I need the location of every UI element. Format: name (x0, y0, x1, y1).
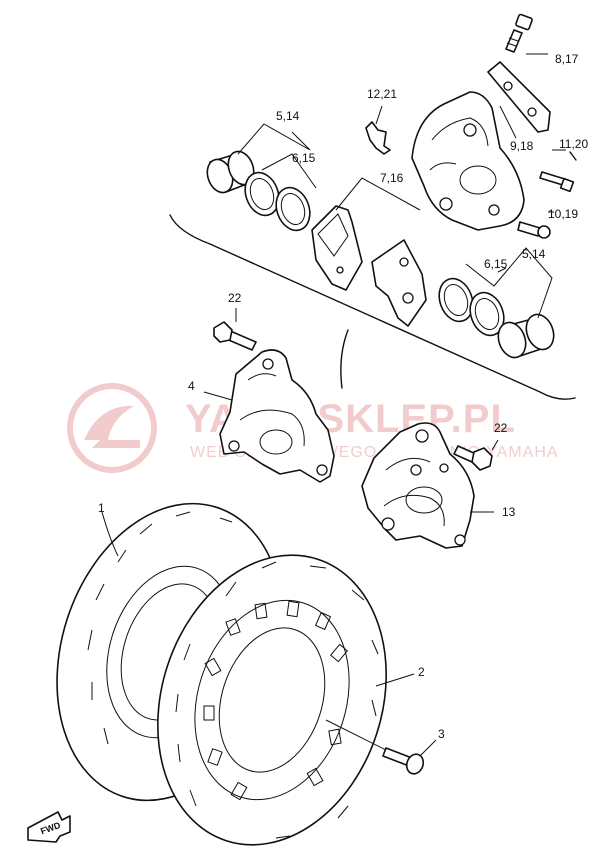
seal-left-6-15b (275, 186, 311, 232)
brake-pad-front-7-16 (311, 205, 363, 291)
callout-9-18: 9,18 (510, 139, 534, 153)
caliper-group-divider (169, 214, 576, 400)
callout-5-14-upper: 5,14 (276, 109, 300, 123)
brake-disc-2 (157, 554, 387, 846)
callout-7-16: 7,16 (380, 171, 404, 185)
watermark-logo (67, 383, 157, 473)
seal-left-6-15a (244, 171, 280, 217)
callout-13: 13 (502, 505, 516, 519)
callout-4: 4 (188, 379, 195, 393)
disc-2-slots (175, 561, 379, 839)
left-caliper-4 (219, 349, 335, 483)
callout-numbers: 8,17 9,18 12,21 11,20 10,19 5,14 6,15 7,… (98, 52, 588, 741)
callout-22-left: 22 (228, 291, 242, 305)
callout-1: 1 (98, 501, 105, 515)
screw-10-19 (517, 221, 551, 239)
disc-2-vents (203, 600, 349, 801)
bolt-22-left (213, 321, 257, 351)
callout-3: 3 (438, 727, 445, 741)
callout-11-20: 11,20 (559, 137, 588, 151)
callout-10-19: 10,19 (548, 207, 578, 221)
bolt-22-right (453, 445, 493, 471)
callout-leaders-upper (237, 53, 566, 319)
bolt-8-17 (505, 13, 533, 53)
upper-caliper-body (411, 91, 525, 231)
seal-right-6-15a (438, 277, 474, 323)
callout-2: 2 (418, 665, 425, 679)
piston-right-5-14 (497, 313, 555, 359)
seal-right-6-15b (469, 291, 505, 337)
disc-1-slots (87, 511, 233, 745)
callout-6-15-upper: 6,15 (292, 151, 316, 165)
callout-8-17: 8,17 (555, 52, 579, 66)
disc-bolt-3 (382, 747, 425, 775)
right-caliper-13 (361, 422, 475, 549)
brake-pad-rear-7-16 (371, 239, 427, 327)
callout-leaders-lower (101, 308, 499, 757)
caliper-plate-9-18 (487, 61, 551, 133)
callout-5-14-lower: 5,14 (522, 247, 546, 261)
forward-arrow-icon: FWD (27, 811, 71, 843)
caliper-group-divider-tick (340, 329, 349, 389)
callout-22-right: 22 (494, 421, 508, 435)
callout-6-15-lower: 6,15 (484, 257, 508, 271)
bleed-screw-11-20 (539, 151, 577, 193)
callout-12-21: 12,21 (367, 87, 397, 101)
pad-clip-12-21 (365, 121, 391, 155)
